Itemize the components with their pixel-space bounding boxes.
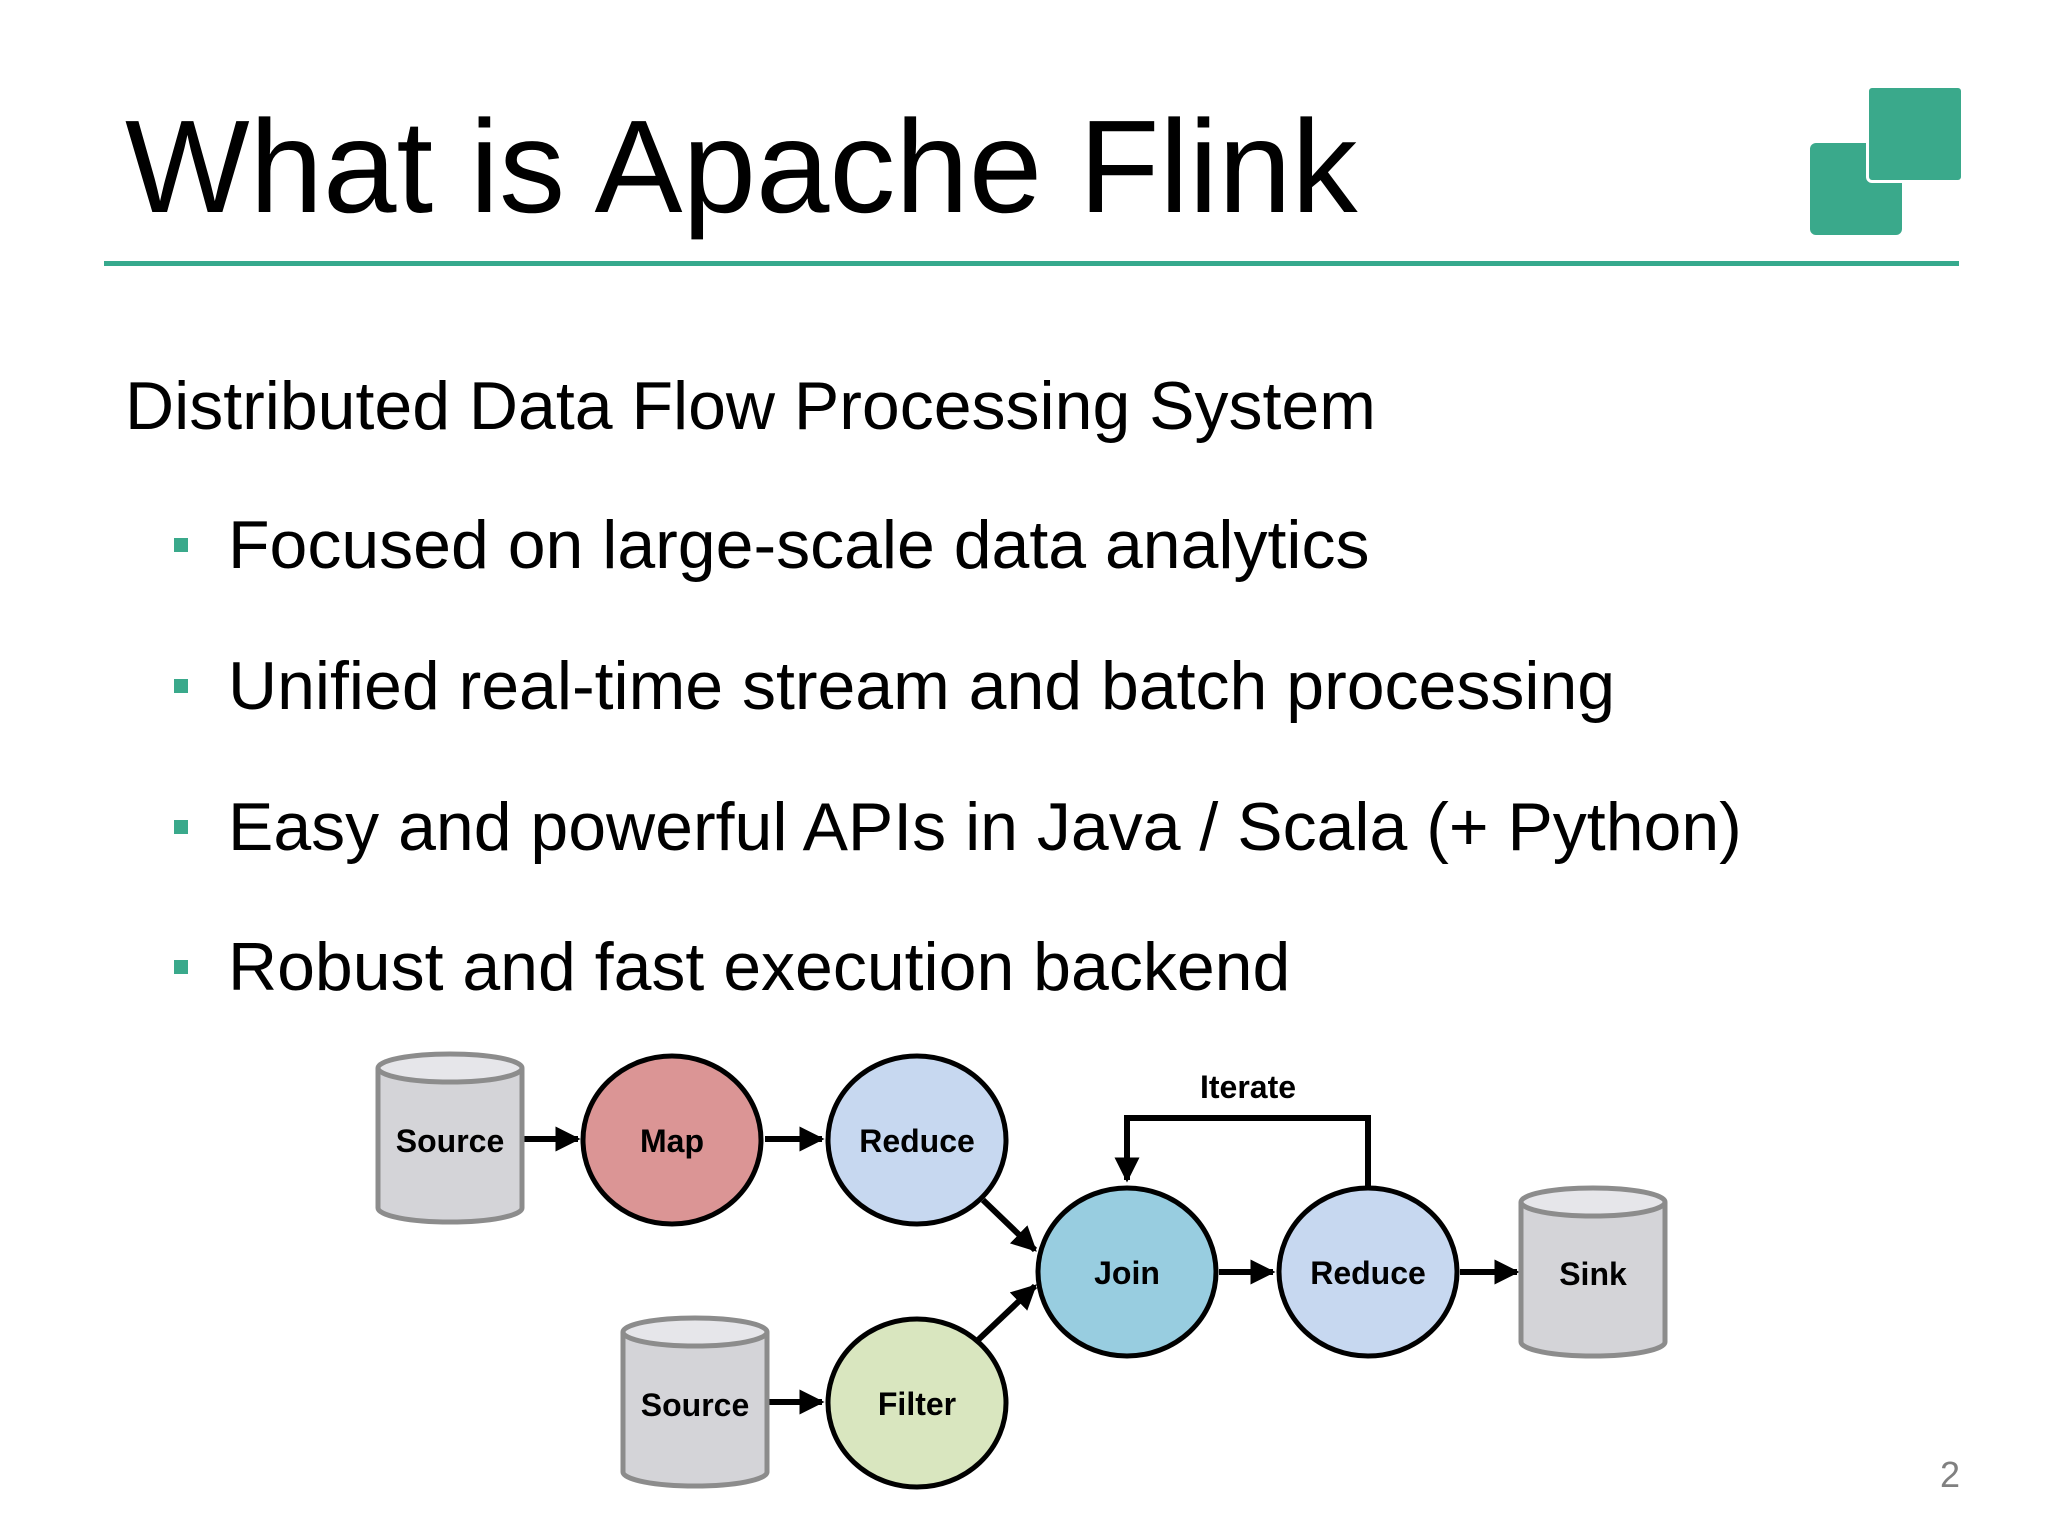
node-join: Join [1035,1185,1219,1359]
iterate-label: Iterate [1200,1069,1296,1105]
bullet-text: Robust and fast execution backend [228,929,1291,1005]
edge-filter-join [974,1283,1038,1344]
logo-square-front [1866,85,1964,183]
bullet-square-icon [174,960,188,974]
edge-reduce1-join [980,1197,1038,1253]
node-filter: Filter [825,1316,1009,1490]
slide-title: What is Apache Flink [125,93,1358,240]
node-label: Source [396,1123,504,1159]
cylinder-body [375,1068,525,1225]
node-label: Reduce [859,1123,975,1159]
node-circle [825,1053,1009,1227]
title-divider [104,261,1959,266]
bullet-text: Easy and powerful APIs in Java / Scala (… [228,789,1742,865]
node-reduce-1: Reduce [825,1053,1009,1227]
cylinder-top [375,1051,525,1085]
node-circle [580,1053,764,1227]
node-circle [825,1316,1009,1490]
diagram-edges [524,1115,1520,1415]
node-label: Sink [1559,1256,1627,1292]
slide-subtitle: Distributed Data Flow Processing System [125,368,1376,444]
edge-iterate-loop [1114,1115,1371,1188]
node-label: Reduce [1310,1255,1426,1291]
page-number: 2 [1939,1454,1960,1495]
node-circle [1276,1185,1460,1359]
bullet-square-icon [174,679,188,693]
node-source-2: Source [620,1315,770,1489]
bullet-square-icon [174,538,188,552]
node-label: Filter [878,1386,956,1422]
flink-logo-icon [1810,85,1964,237]
cylinder-top [1518,1185,1668,1219]
cylinder-body [620,1332,770,1489]
bullet-square-icon [174,820,188,834]
node-circle [1035,1185,1219,1359]
cylinder-top [620,1315,770,1349]
node-label: Join [1094,1255,1160,1291]
node-sink: Sink [1518,1185,1668,1359]
node-reduce-2: Reduce [1276,1185,1460,1359]
node-source-1: Source [375,1051,525,1225]
node-label: Source [641,1387,749,1423]
node-map: Map [580,1053,764,1227]
bullet-text: Focused on large-scale data analytics [228,507,1370,583]
bullet-text: Unified real-time stream and batch proce… [228,648,1616,724]
cylinder-body [1518,1202,1668,1359]
node-label: Map [640,1123,704,1159]
